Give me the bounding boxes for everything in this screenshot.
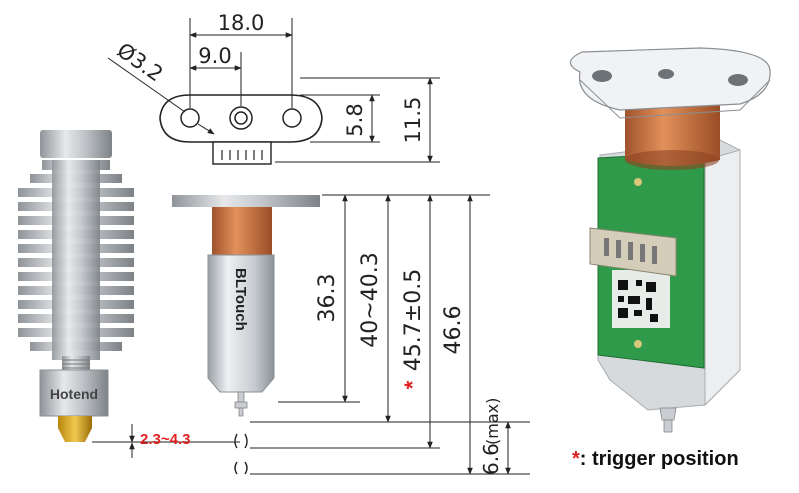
side-brand-text: BLTouch xyxy=(232,268,249,331)
connector-outline xyxy=(212,141,272,165)
dim-pin-text: 6.6 xyxy=(479,443,503,475)
dim-outer-height-text: 11.5 xyxy=(401,97,425,144)
connector-pins xyxy=(221,150,263,160)
side-flange xyxy=(172,195,320,207)
dim-trigger-text: 45.7±0.5 xyxy=(401,269,426,371)
pin-extended-ghost-2 xyxy=(234,461,248,475)
dim-width-text: 18.0 xyxy=(218,11,265,35)
pin-extended-ghost-1 xyxy=(234,433,248,449)
hotend-offset-dim-lines xyxy=(92,424,240,458)
render-connector-pins xyxy=(604,238,657,264)
dim-range-text: 40~40.3 xyxy=(358,252,383,347)
hotend-drawing: Hotend 2.3~4.3 xyxy=(18,130,240,458)
bltouch-3d-render xyxy=(569,47,771,433)
render-qr-code xyxy=(618,280,658,322)
hotend-neck xyxy=(40,130,112,158)
dim-inner-height-text: 5.8 xyxy=(343,103,367,136)
center-ring-inner xyxy=(234,111,248,125)
hotend-heater-block xyxy=(39,369,109,417)
side-copper-coil xyxy=(212,207,272,255)
top-extension-lines xyxy=(107,18,440,163)
dim-pin-label: 6.6 (max) xyxy=(479,398,503,475)
mount-hole-left xyxy=(180,108,200,128)
legend-text: : trigger position xyxy=(579,448,739,470)
hotend-nozzle xyxy=(58,416,92,442)
hotend-label: Hotend xyxy=(50,386,98,402)
render-probe-tip xyxy=(659,407,677,421)
dim-half-width-text: 9.0 xyxy=(198,44,231,68)
hotend-thread xyxy=(62,356,90,370)
render-flange-hole-left xyxy=(592,70,612,82)
side-dim-lines xyxy=(250,194,530,475)
dim-hole-diameter-text: Ø3.2 xyxy=(113,38,168,86)
dim-pin-suffix: (max) xyxy=(483,398,502,445)
legend-star: * xyxy=(572,448,580,470)
dim-body-text: 36.3 xyxy=(315,274,340,323)
render-flange-hole-right xyxy=(728,74,748,86)
render-flange-hole-center xyxy=(658,69,674,79)
mount-hole-right xyxy=(282,108,302,128)
top-view-drawing: 18.0 9.0 Ø3.2 5.8 11.5 xyxy=(107,11,440,165)
hotend-offset-text: 2.3~4.3 xyxy=(140,431,190,448)
bltouch-side-view: BLTouch 36.3 40~40.3 * 45.7±0.5 46.6 6.6… xyxy=(172,194,530,475)
dim-total-text: 46.6 xyxy=(441,306,466,355)
hotend-heatsink-fins xyxy=(18,160,134,360)
dim-trigger-mark: * xyxy=(400,380,425,389)
trigger-legend: *: trigger position xyxy=(572,448,739,471)
side-probe-tip xyxy=(237,391,245,403)
render-flange xyxy=(569,47,771,111)
side-probe-body xyxy=(207,254,275,393)
